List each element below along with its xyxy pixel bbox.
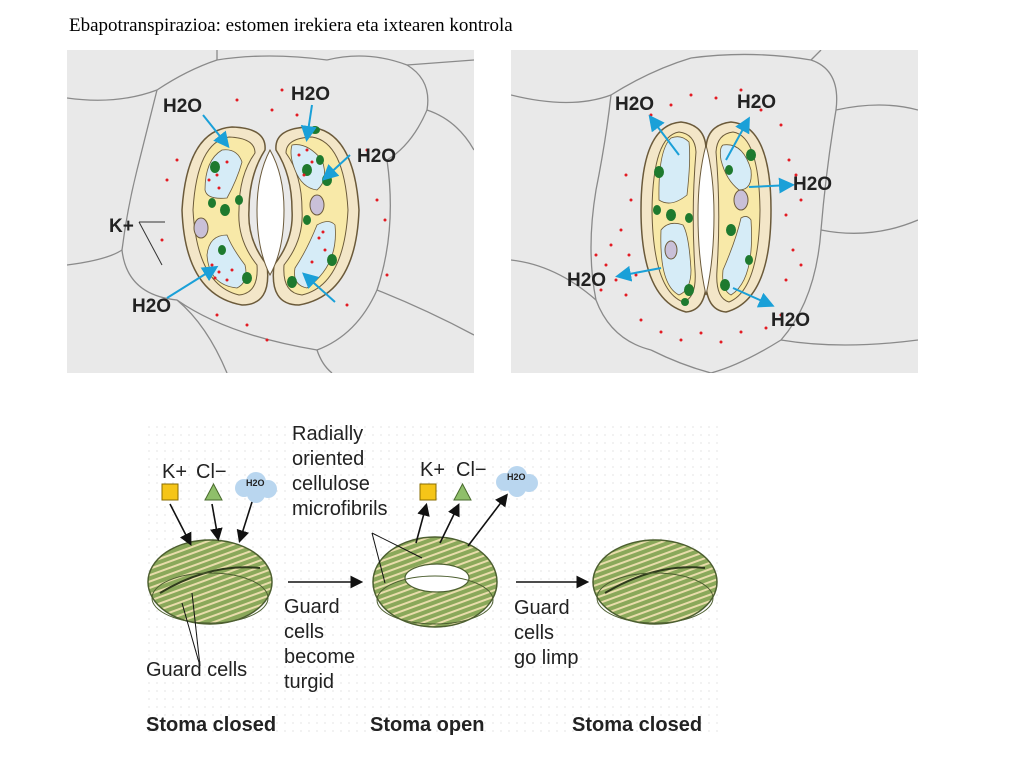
svg-text:oriented: oriented bbox=[292, 448, 364, 470]
water-icon-label: H2O bbox=[246, 478, 265, 488]
water-arrows bbox=[166, 104, 351, 303]
mechanism-svg: K+ Cl− K+ Cl− H2O H2O Radially oriented … bbox=[145, 423, 723, 736]
k-square-icon bbox=[419, 483, 437, 501]
water-cloud-icon bbox=[235, 472, 277, 503]
cl-triangle-icon bbox=[453, 482, 472, 501]
caption-stoma-open: Stoma open bbox=[370, 714, 484, 736]
k-pointer-line bbox=[138, 221, 163, 266]
closed-stoma-panel: H2O H2O H2O H2O K+ bbox=[67, 50, 474, 373]
water-arrows bbox=[615, 114, 795, 308]
water-label: H2O bbox=[567, 270, 606, 291]
cl-label: Cl− bbox=[456, 459, 487, 481]
cl-triangle-icon bbox=[204, 482, 223, 501]
svg-text:microfibrils: microfibrils bbox=[292, 498, 388, 520]
guard-cells-label: Guard cells bbox=[146, 659, 247, 681]
vacuole bbox=[722, 216, 752, 296]
stomatal-pore bbox=[256, 148, 285, 277]
svg-text:cellulose: cellulose bbox=[292, 473, 370, 495]
svg-text:Radially: Radially bbox=[292, 423, 363, 445]
caption-stoma-closed: Stoma closed bbox=[572, 714, 702, 736]
microfibril-label: Radially oriented cellulose microfibrils bbox=[292, 423, 388, 520]
water-icon-label: H2O bbox=[507, 472, 526, 482]
vacuole bbox=[294, 221, 336, 289]
svg-text:cells: cells bbox=[284, 621, 324, 643]
water-label: H2O bbox=[737, 92, 776, 113]
nucleus bbox=[309, 194, 325, 216]
cl-label: Cl− bbox=[196, 461, 227, 483]
k-square-icon bbox=[161, 483, 179, 501]
limp-label: Guard cells go limp bbox=[514, 597, 578, 669]
nucleus bbox=[664, 240, 678, 260]
open-pore bbox=[404, 563, 470, 593]
nucleus bbox=[193, 217, 209, 239]
water-label: H2O bbox=[771, 310, 810, 331]
water-label: H2O bbox=[357, 146, 396, 167]
water-label: H2O bbox=[163, 96, 202, 117]
stomatal-pore bbox=[697, 143, 715, 296]
slide-title: Ebapotranspirazioa: estomen irekiera eta… bbox=[69, 15, 513, 36]
open-stoma-diagram: H2O H2O H2O H2O H2O bbox=[511, 50, 918, 373]
caption-stoma-closed: Stoma closed bbox=[146, 714, 276, 736]
svg-text:go limp: go limp bbox=[514, 647, 578, 669]
water-label: H2O bbox=[793, 174, 832, 195]
open-stoma-panel: H2O H2O H2O H2O H2O bbox=[511, 50, 918, 373]
water-label: H2O bbox=[132, 296, 171, 317]
k-label: K+ bbox=[420, 459, 445, 481]
epidermal-cell-outlines bbox=[67, 50, 474, 373]
svg-text:Guard: Guard bbox=[514, 597, 570, 619]
ion-label: K+ bbox=[109, 216, 134, 237]
water-label: H2O bbox=[615, 94, 654, 115]
nucleus bbox=[733, 189, 749, 211]
k-label: K+ bbox=[162, 461, 187, 483]
turgid-label: Guard cells become turgid bbox=[284, 596, 355, 693]
chloroplasts bbox=[208, 126, 337, 288]
closed-stoma-diagram: H2O H2O H2O H2O K+ bbox=[67, 50, 474, 373]
vacuole bbox=[660, 222, 692, 296]
svg-text:turgid: turgid bbox=[284, 671, 334, 693]
stoma-open-ring bbox=[372, 536, 498, 628]
potassium-ions bbox=[594, 88, 803, 344]
chloroplasts bbox=[653, 149, 756, 306]
stoma-closed-ring-1 bbox=[147, 539, 273, 625]
stoma-closed-ring-2 bbox=[592, 539, 718, 625]
svg-text:cells: cells bbox=[514, 622, 554, 644]
epidermal-cell-outlines bbox=[511, 50, 918, 373]
guard-cell-mechanism-diagram: K+ Cl− K+ Cl− H2O H2O Radially oriented … bbox=[140, 418, 730, 740]
svg-text:Guard: Guard bbox=[284, 596, 340, 618]
water-cloud-icon bbox=[496, 466, 538, 497]
svg-text:become: become bbox=[284, 646, 355, 668]
water-label: H2O bbox=[291, 84, 330, 105]
